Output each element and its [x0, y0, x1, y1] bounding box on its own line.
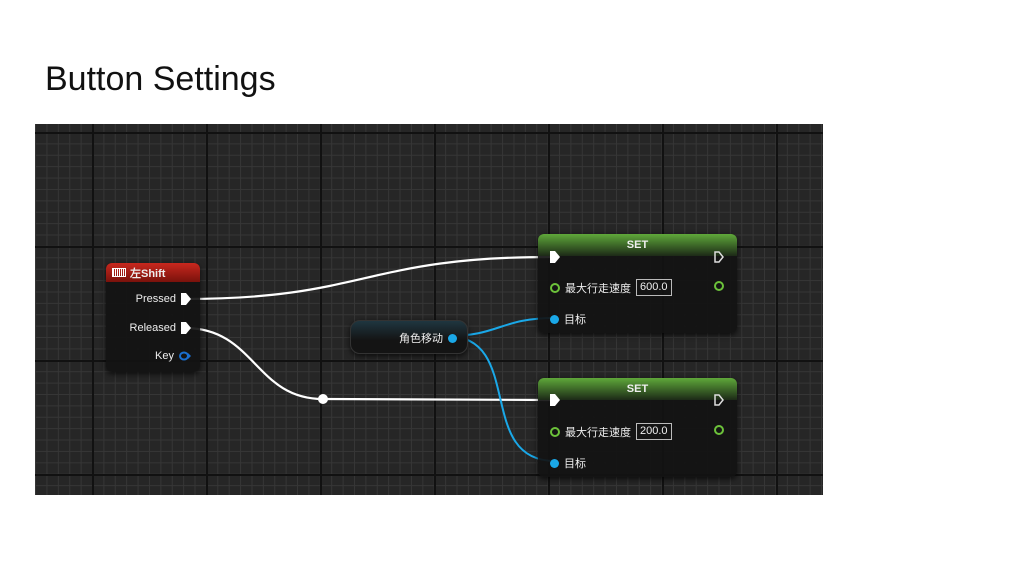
struct-pin-key-icon[interactable] [179, 351, 191, 361]
pin-label-pressed: Pressed [135, 293, 176, 305]
pin-label-key: Key [155, 350, 174, 362]
variable-node-character-movement[interactable]: 角色移动 [350, 320, 468, 354]
slide-title: Button Settings [45, 60, 276, 98]
exec-out-pin-icon[interactable] [714, 251, 724, 263]
set-node-2[interactable]: SET 最大行走速度 200.0 目标 [538, 378, 737, 477]
set-node-1[interactable]: SET 最大行走速度 600.0 目标 [538, 234, 737, 333]
pin-label-released: Released [129, 322, 176, 334]
exec-in-pin-icon[interactable] [550, 251, 560, 263]
wire-knot-to-set2 [322, 397, 551, 402]
float-out-pin-icon[interactable] [714, 425, 724, 435]
float-pin-icon[interactable] [550, 282, 560, 293]
exec-pin-pressed-icon[interactable] [181, 293, 191, 305]
target-pin-icon[interactable] [550, 314, 559, 324]
target-label: 目标 [564, 458, 586, 470]
object-pin-icon[interactable] [448, 333, 457, 343]
speed-value-input[interactable]: 600.0 [636, 279, 672, 296]
key-node-title: 左Shift [130, 267, 166, 280]
reroute-knot [318, 394, 328, 404]
target-pin-icon[interactable] [550, 458, 559, 468]
property-label: 最大行走速度 [565, 426, 631, 439]
variable-label: 角色移动 [399, 333, 443, 345]
wire-released-to-knot [184, 326, 324, 401]
property-label: 最大行走速度 [565, 282, 631, 295]
keyboard-icon [112, 268, 126, 277]
exec-in-pin-icon[interactable] [550, 394, 560, 406]
set-node-title: SET [626, 239, 649, 251]
speed-value-input[interactable]: 200.0 [636, 423, 672, 440]
key-event-node[interactable]: 左Shift Pressed Released Key [106, 263, 200, 372]
exec-out-pin-icon[interactable] [714, 394, 724, 406]
float-out-pin-icon[interactable] [714, 281, 724, 291]
wire-object-to-set2 [446, 335, 556, 462]
set-node-title: SET [626, 383, 649, 395]
float-pin-icon[interactable] [550, 426, 560, 437]
blueprint-graph[interactable]: 左Shift Pressed Released Key 角色移动 SET 最大 [35, 124, 823, 495]
wire-pressed-to-set1 [184, 255, 551, 301]
target-label: 目标 [564, 314, 586, 326]
exec-pin-released-icon[interactable] [181, 322, 191, 334]
